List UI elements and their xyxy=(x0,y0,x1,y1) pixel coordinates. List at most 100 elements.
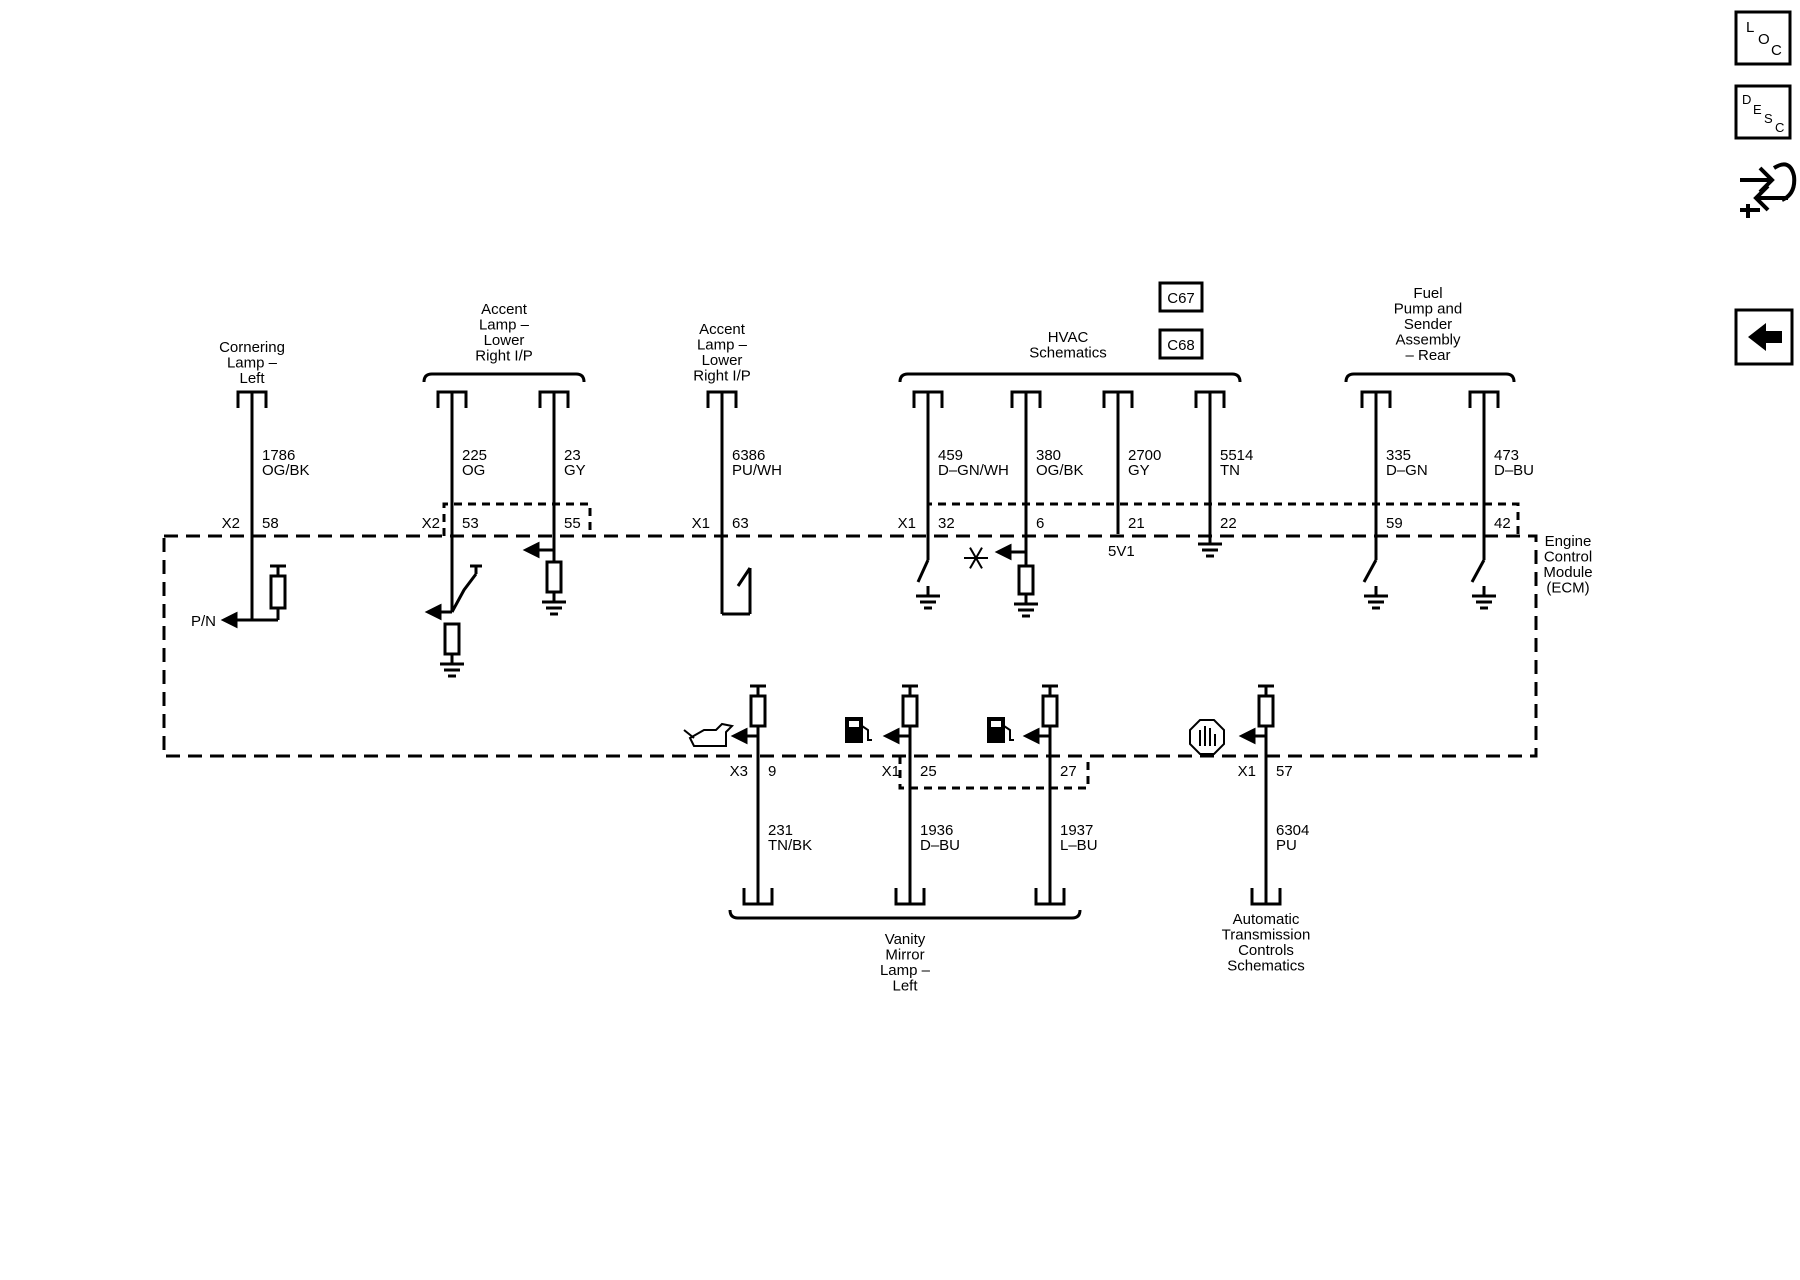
pn-arrow-icon xyxy=(220,611,238,629)
accent-lamp-right-ip-label-line: Accent xyxy=(699,321,746,338)
wire-color-code: D–BU xyxy=(920,837,960,854)
desc-letter-c: C xyxy=(1775,120,1784,135)
wire-circuit-number: 2700 xyxy=(1128,447,1161,464)
reference-5v-label: 5V1 xyxy=(1108,543,1135,560)
ecm-label-line: Module xyxy=(1543,564,1592,581)
wire-circuit-number: 6304 xyxy=(1276,822,1309,839)
resistor-icon xyxy=(1257,694,1275,728)
c67-reference-box[interactable]: C67 xyxy=(1158,281,1204,313)
pin-number: 55 xyxy=(564,515,581,532)
loc-letter-l: L xyxy=(1746,19,1754,36)
resistor-icon xyxy=(269,574,287,610)
ecm-boundary xyxy=(162,534,1538,758)
wire-color-code: D–GN/WH xyxy=(938,462,1009,479)
arrow-icon xyxy=(1022,727,1040,745)
accent-lamp-right-ip-label-line: Accent xyxy=(481,301,528,318)
arrow-icon xyxy=(424,603,442,621)
pin-number: 59 xyxy=(1386,515,1403,532)
ecm-label-line: (ECM) xyxy=(1546,580,1589,597)
resistor-icon xyxy=(901,694,919,728)
switch-icon xyxy=(450,573,478,613)
c68-reference-box[interactable]: C68 xyxy=(1158,328,1204,360)
wire-circuit-number: 5514 xyxy=(1220,447,1253,464)
wire-color-code: D–GN xyxy=(1386,462,1428,479)
fuel-pump-icon xyxy=(991,721,1001,727)
c67-label: C67 xyxy=(1167,290,1195,307)
pin-number: 53 xyxy=(462,515,479,532)
wire-color-code: GY xyxy=(564,462,586,479)
wire-circuit-number: 335 xyxy=(1386,447,1411,464)
connector-id: X2 xyxy=(222,515,240,532)
accent-lamp-right-ip-label-line: Lower xyxy=(702,352,743,369)
resistor-icon xyxy=(1017,564,1035,596)
pin-number: 63 xyxy=(732,515,749,532)
repair-procedures-icon[interactable] xyxy=(1740,162,1797,218)
resistor-icon xyxy=(443,622,461,656)
arrow-icon xyxy=(882,727,900,745)
resistor-icon xyxy=(1041,694,1059,728)
accent-lamp-bracket xyxy=(422,372,586,383)
wire-color-code: TN/BK xyxy=(768,837,812,854)
wire-color-code: OG/BK xyxy=(1036,462,1084,479)
desc-letter-d: D xyxy=(1742,92,1751,107)
ac-snowflake-icon xyxy=(969,547,983,569)
loc-letter-o: O xyxy=(1758,31,1770,48)
oil-can-icon xyxy=(688,722,735,747)
wire-color-code: TN xyxy=(1220,462,1240,479)
wire-circuit-number: 1786 xyxy=(262,447,295,464)
fuel-pump-sender-label-line: Sender xyxy=(1404,316,1452,333)
connector-id: X1 xyxy=(692,515,710,532)
accent-lamp-right-ip-label-line: Right I/P xyxy=(475,348,533,365)
fuel-pump-sender-label-line: – Rear xyxy=(1405,347,1450,364)
loc-button[interactable]: L O C xyxy=(1734,10,1792,66)
desc-button[interactable]: D E S C xyxy=(1734,84,1792,140)
ecm-label-line: Control xyxy=(1544,549,1592,566)
connector-id: X1 xyxy=(882,763,900,780)
wire-circuit-number: 6386 xyxy=(732,447,765,464)
cornering-lamp-left-label-line: Cornering xyxy=(219,339,285,356)
vanity-mirror-lamp-label-line: Lamp – xyxy=(880,962,931,979)
connector-id: X1 xyxy=(1238,763,1256,780)
accent-lamp-right-ip-label-line: Lower xyxy=(484,332,525,349)
connector-id: X2 xyxy=(422,515,440,532)
resistor-icon xyxy=(545,560,563,594)
pin-number: 57 xyxy=(1276,763,1293,780)
wire-circuit-number: 225 xyxy=(462,447,487,464)
auto-trans-controls-label-line: Automatic xyxy=(1233,911,1300,928)
auto-trans-controls-label-line: Transmission xyxy=(1222,927,1311,944)
vanity-mirror-bracket xyxy=(728,909,1082,920)
wire-circuit-number: 231 xyxy=(768,822,793,839)
pn-label: P/N xyxy=(191,613,216,630)
switch-icon xyxy=(736,567,752,587)
switch-icon xyxy=(1362,559,1378,583)
vanity-mirror-lamp-label-line: Left xyxy=(892,978,918,995)
wire-color-code: OG/BK xyxy=(262,462,310,479)
hand-stop-icon xyxy=(1189,719,1225,755)
cornering-lamp-left-label-line: Lamp – xyxy=(227,355,278,372)
oil-can-icon xyxy=(683,729,695,739)
ac-snowflake-icon xyxy=(964,547,988,569)
back-arrow-icon xyxy=(1748,323,1782,351)
desc-letter-s: S xyxy=(1764,111,1773,126)
switch-icon xyxy=(916,559,930,583)
connector-id: X1 xyxy=(898,515,916,532)
pin-number: 9 xyxy=(768,763,776,780)
wire-circuit-number: 380 xyxy=(1036,447,1061,464)
accent-lamp-right-ip-label-line: Lamp – xyxy=(697,337,748,354)
connector-id: X3 xyxy=(730,763,748,780)
fuel-pump-icon xyxy=(1003,725,1014,741)
wire-color-code: PU/WH xyxy=(732,462,782,479)
wire-color-code: OG xyxy=(462,462,485,479)
connector-x2-grouping xyxy=(442,502,592,536)
arrow-icon xyxy=(994,543,1012,561)
desc-letter-e: E xyxy=(1753,102,1762,117)
back-button[interactable] xyxy=(1734,308,1794,366)
